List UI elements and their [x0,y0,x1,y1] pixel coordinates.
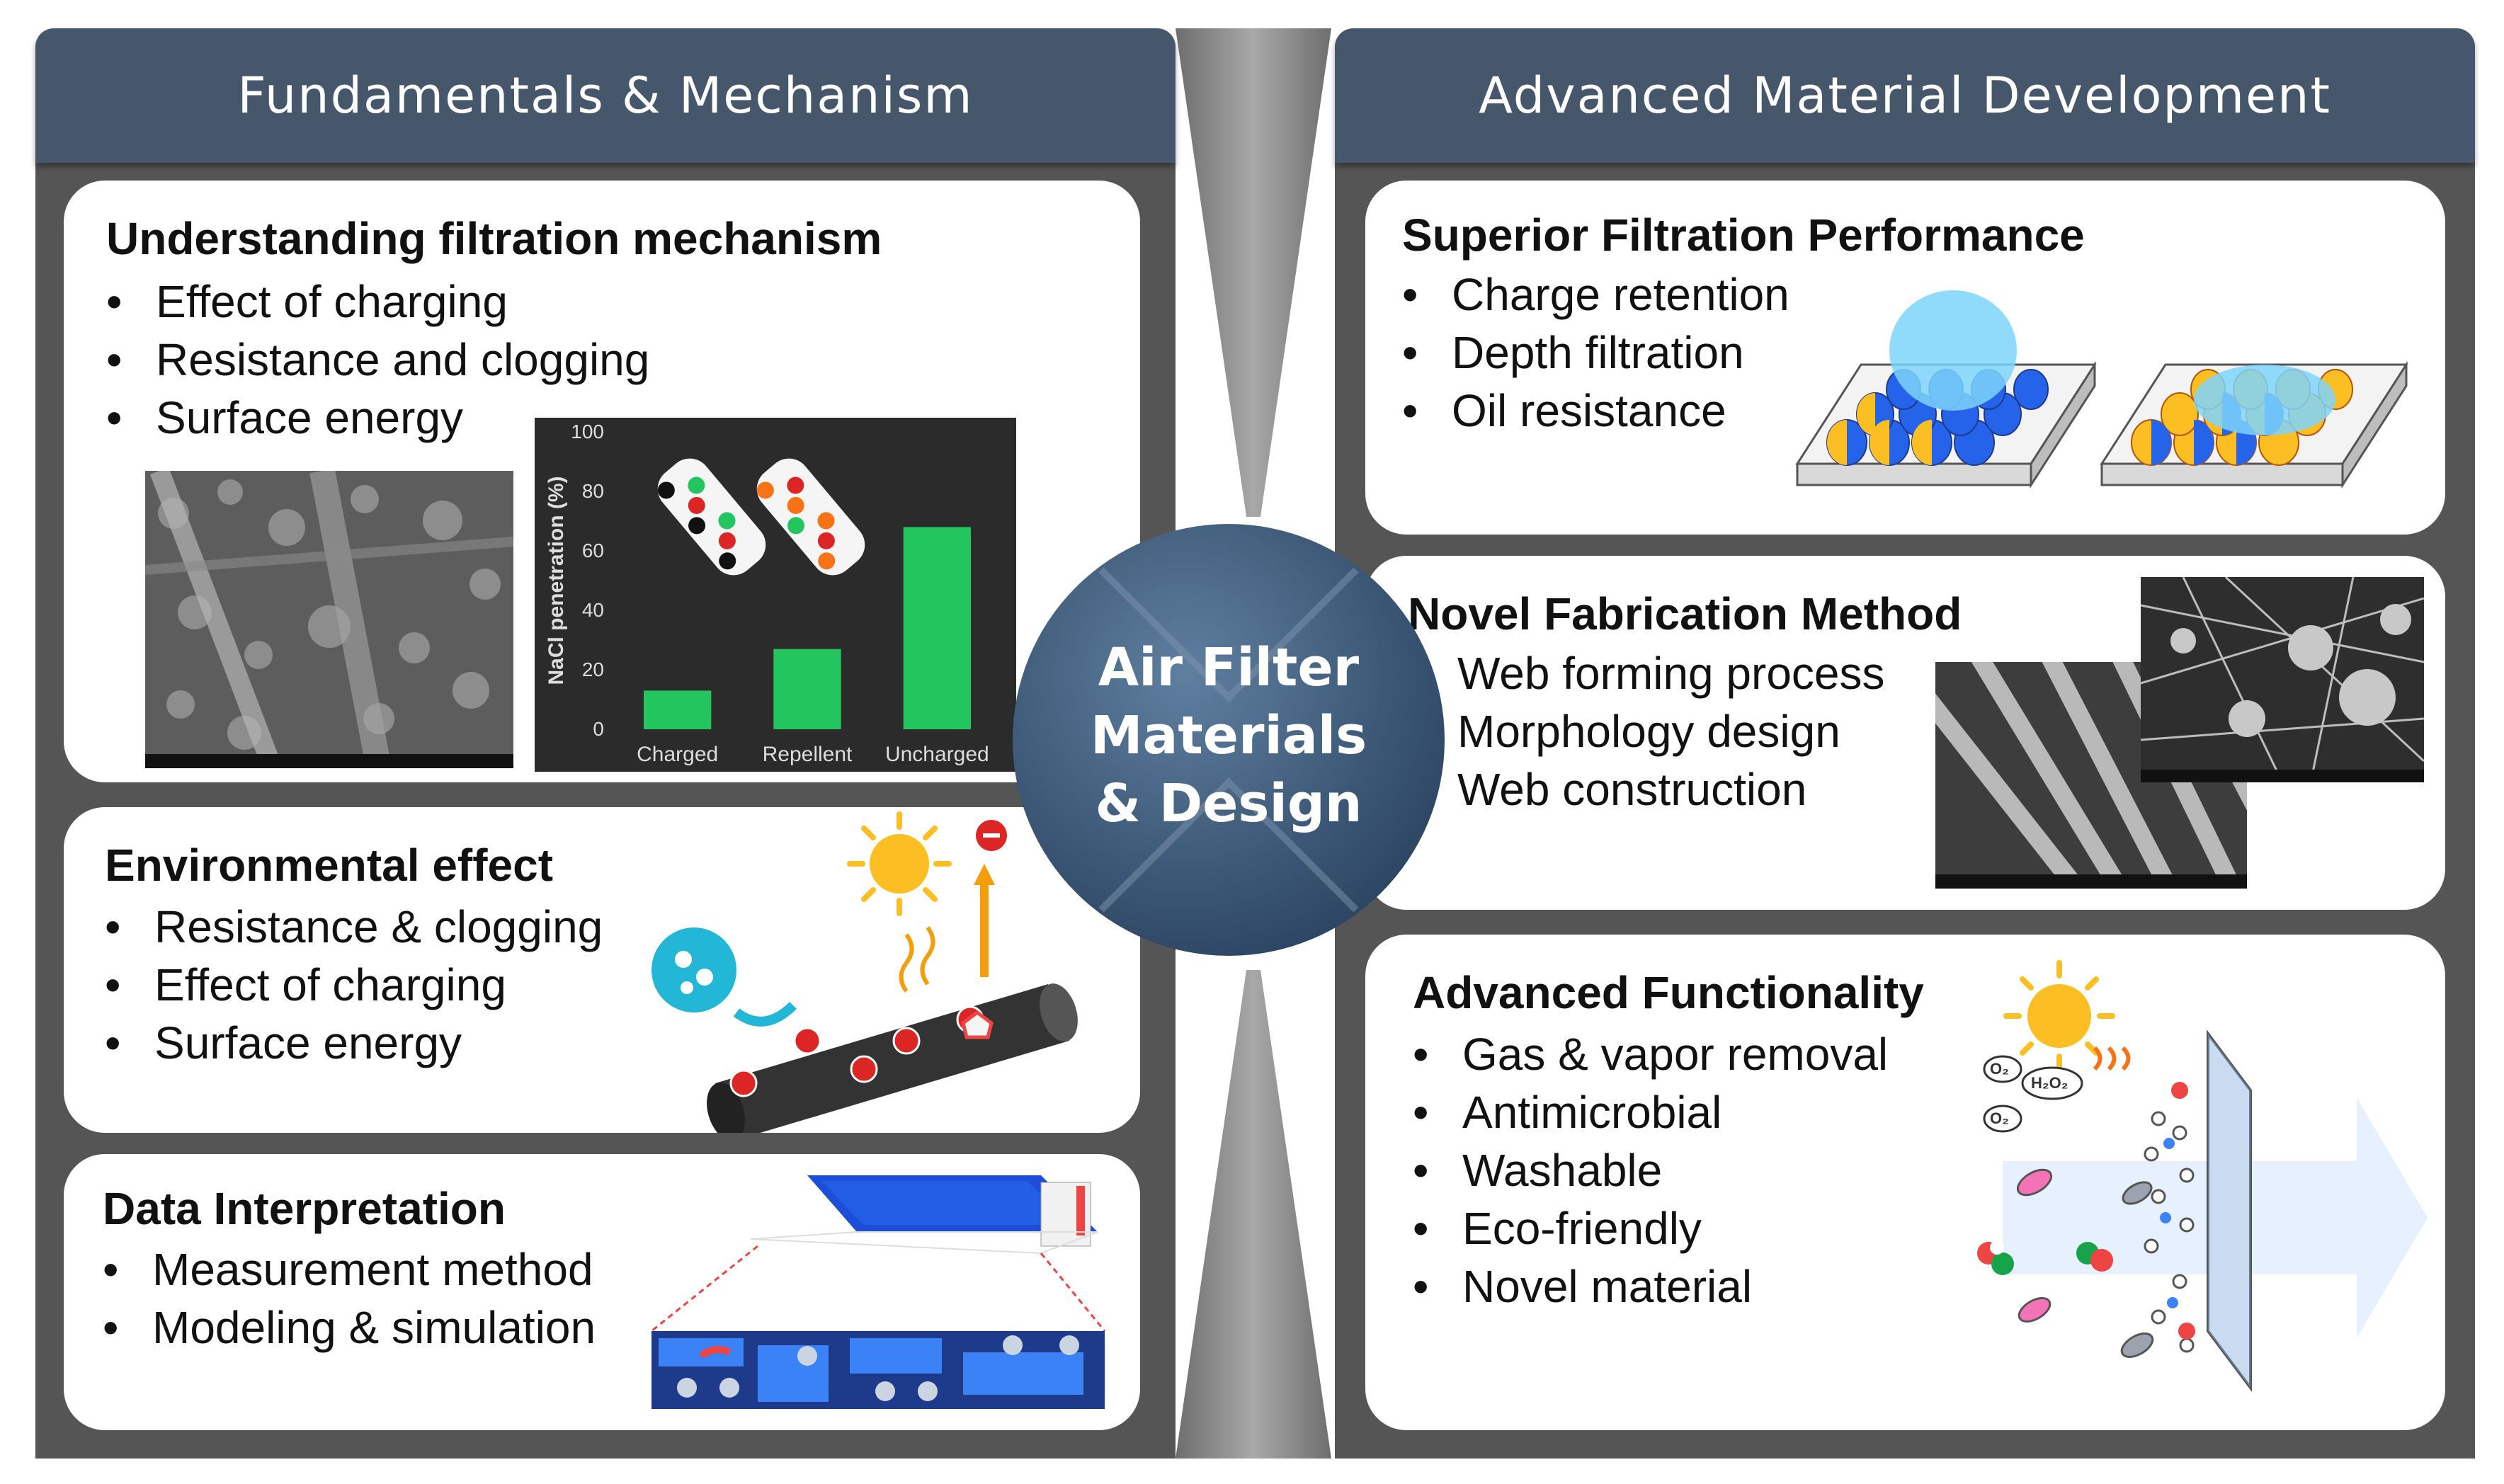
y-tick-label: 100 [571,421,604,443]
list-item: Morphology design [1408,702,1885,760]
bullet-list: Web forming process Morphology design We… [1408,644,1885,818]
charged-fiber-illustration [651,811,1078,1133]
water-drop-icon [651,928,736,1012]
list-item: Novel material [1413,1257,1888,1315]
list-item: Oil resistance [1402,382,1789,440]
h2o2-bubble [2021,1066,2083,1100]
card-title: Superior Filtration Performance [1402,210,2085,261]
list-item: Depth filtration [1402,324,1789,382]
card-data-interpretation: Data Interpretation Measurement method M… [64,1154,1140,1430]
card-environmental-effect: Environmental effect Resistance & cloggi… [64,807,1140,1133]
list-item: Eco-friendly [1413,1199,1888,1257]
sem-image-fibers [145,471,513,768]
fiber-cylinder [707,983,1078,1133]
center-circle [1013,524,1445,956]
list-item: Web construction [1408,760,1885,818]
bullet-list: Measurement method Modeling & simulation [103,1240,596,1357]
o2-bubble-a [1983,1055,2022,1083]
y-axis-label: NaCl penetration (%) [545,476,568,685]
card-title: Novel Fabrication Method [1408,588,1962,639]
list-item: Resistance and clogging [106,331,649,389]
list-item: Charge retention [1402,266,1789,324]
list-item: Modeling & simulation [103,1298,596,1357]
y-tick-label: 80 [582,480,604,502]
list-item: Resistance & clogging [105,898,603,956]
list-item: Gas & vapor removal [1413,1025,1888,1083]
list-item: Effect of charging [106,273,649,331]
h2o2-label: H₂O₂ [2031,1074,2068,1092]
card-novel-fabrication: Novel Fabrication Method Web forming pro… [1365,556,2445,910]
bullet-list: Charge retention Depth filtration Oil re… [1402,266,1789,440]
bullet-list: Resistance & clogging Effect of charging… [105,898,603,1072]
list-item: Measurement method [103,1240,596,1298]
sem-image-beaded-fibers [2141,577,2424,782]
o2-label-a: O₂ [1990,1060,2009,1078]
bar [644,690,712,729]
bullet-list: Gas & vapor removal Antimicrobial Washab… [1413,1025,1888,1315]
card-title: Data Interpretation [103,1183,506,1234]
list-item: Surface energy [105,1014,603,1072]
list-item: Washable [1413,1141,1888,1199]
list-item: Web forming process [1408,644,1885,702]
card-superior-filtration: Superior Filtration Performance Charge r… [1365,181,2445,535]
o2-bubble-b [1983,1105,2022,1133]
bullet-list: Effect of charging Resistance and cloggi… [106,273,649,447]
bar [773,649,841,729]
repellent-fiber-icon [756,458,865,576]
card-title: Advanced Functionality [1413,967,1924,1018]
card-understanding-filtration: Understanding filtration mechanism Effec… [64,181,1140,782]
center-title: Air Filter Materials & Design [1013,634,1445,838]
list-item: Antimicrobial [1413,1083,1888,1141]
card-title: Environmental effect [105,840,554,891]
right-panel-header: Advanced Material Development [1335,28,2475,163]
center-title-line1: Air Filter [1098,637,1360,698]
y-tick-label: 60 [582,540,604,561]
sun-icon [2003,960,2115,1072]
center-title-line2: Materials [1090,705,1367,766]
o2-label-b: O₂ [1990,1109,2009,1127]
y-tick-label: 40 [582,599,604,621]
functional-filter-illustration: O₂ H₂O₂ O₂ [1974,949,2428,1423]
oil-droplet-surface-illustration [1795,290,2408,489]
simulation-illustration [651,1175,1106,1409]
left-panel-header: Fundamentals & Mechanism [35,28,1176,163]
card-advanced-functionality: Advanced Functionality Gas & vapor remov… [1365,935,2445,1430]
sun-icon [847,811,952,916]
card-title: Understanding filtration mechanism [106,213,882,264]
y-tick-label: 0 [593,718,604,740]
bar [903,527,971,729]
arrow-icon [733,1001,797,1027]
center-funnel [1176,28,1331,1459]
charged-fiber-icon [657,458,766,576]
x-tick-label: Uncharged [885,743,989,766]
x-tick-label: Repellent [763,743,853,766]
list-item: Effect of charging [105,956,603,1014]
center-title-line3: & Design [1095,773,1362,834]
list-item: Surface energy [106,389,649,447]
x-tick-label: Charged [637,743,718,766]
y-tick-label: 20 [582,658,604,680]
